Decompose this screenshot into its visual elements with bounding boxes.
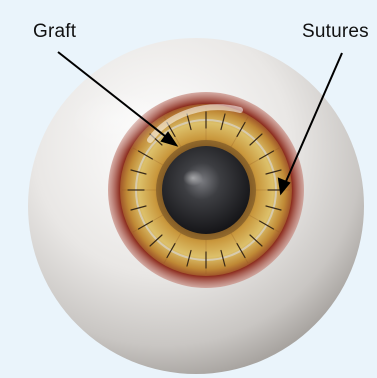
sutures-label: Sutures bbox=[302, 21, 369, 43]
graft-label: Graft bbox=[33, 21, 76, 43]
pupil bbox=[162, 146, 250, 234]
sclera-highlight bbox=[70, 90, 170, 150]
pupil-highlight bbox=[183, 170, 203, 186]
